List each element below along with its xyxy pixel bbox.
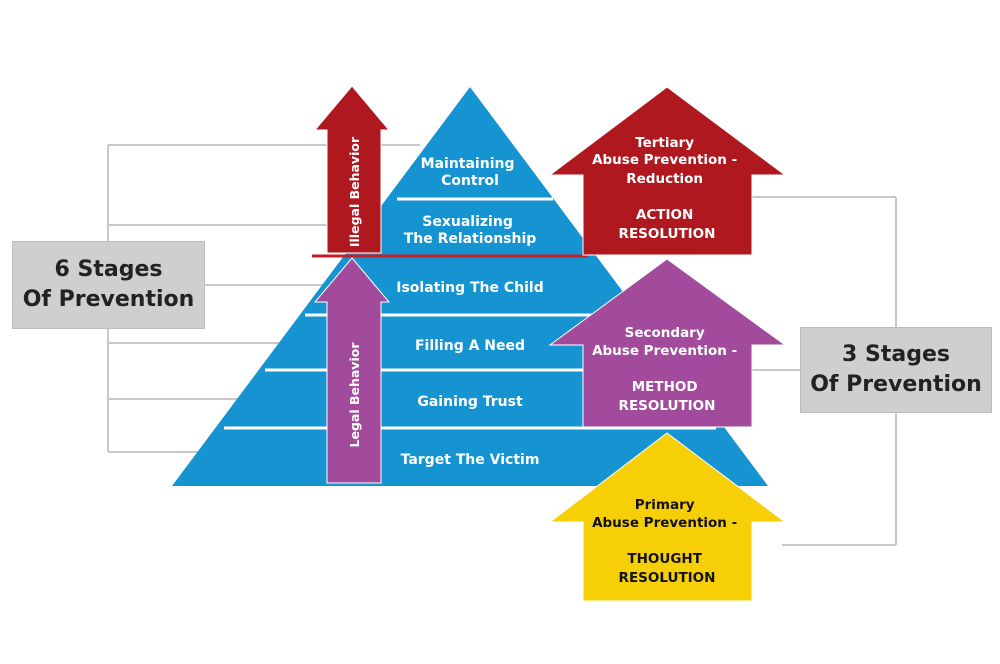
tier-gaining-trust: Gaining Trust: [417, 394, 523, 410]
three-stages-line2: Of Prevention: [810, 372, 982, 397]
tier-target-victim: Target The Victim: [401, 452, 540, 468]
primary-text: Primary Abuse Prevention - THOUGHT RESOL…: [592, 497, 742, 586]
six-stages-line1: 6 Stages: [54, 257, 163, 282]
tier-maintaining-control: Maintaining Control: [421, 156, 520, 189]
secondary-prevention-arrow: Secondary Abuse Prevention - METHOD RESO…: [548, 258, 787, 428]
tier-sexualizing-relationship: Sexualizing The Relationship: [404, 214, 537, 247]
primary-prevention-arrow: Primary Abuse Prevention - THOUGHT RESOL…: [548, 432, 787, 602]
three-stages-box: 3 Stages Of Prevention: [800, 327, 992, 413]
tertiary-text: Tertiary Abuse Prevention - Reduction AC…: [592, 135, 742, 242]
tier-isolating-child: Isolating The Child: [396, 280, 544, 296]
three-stages-line1: 3 Stages: [842, 342, 950, 367]
tertiary-prevention-arrow: Tertiary Abuse Prevention - Reduction AC…: [548, 86, 787, 256]
six-stages-line2: Of Prevention: [22, 287, 195, 312]
illegal-behavior-arrow: Illegal Behavior: [313, 85, 391, 254]
right-connectors: [752, 196, 897, 546]
secondary-text: Secondary Abuse Prevention - METHOD RESO…: [592, 325, 742, 414]
legal-behavior-label: Legal Behavior: [347, 342, 362, 448]
six-stages-box: 6 Stages Of Prevention: [12, 241, 205, 329]
illegal-behavior-label: Illegal Behavior: [347, 136, 362, 247]
tier-filling-need: Filling A Need: [415, 338, 525, 354]
legal-behavior-arrow: Legal Behavior: [313, 257, 391, 484]
